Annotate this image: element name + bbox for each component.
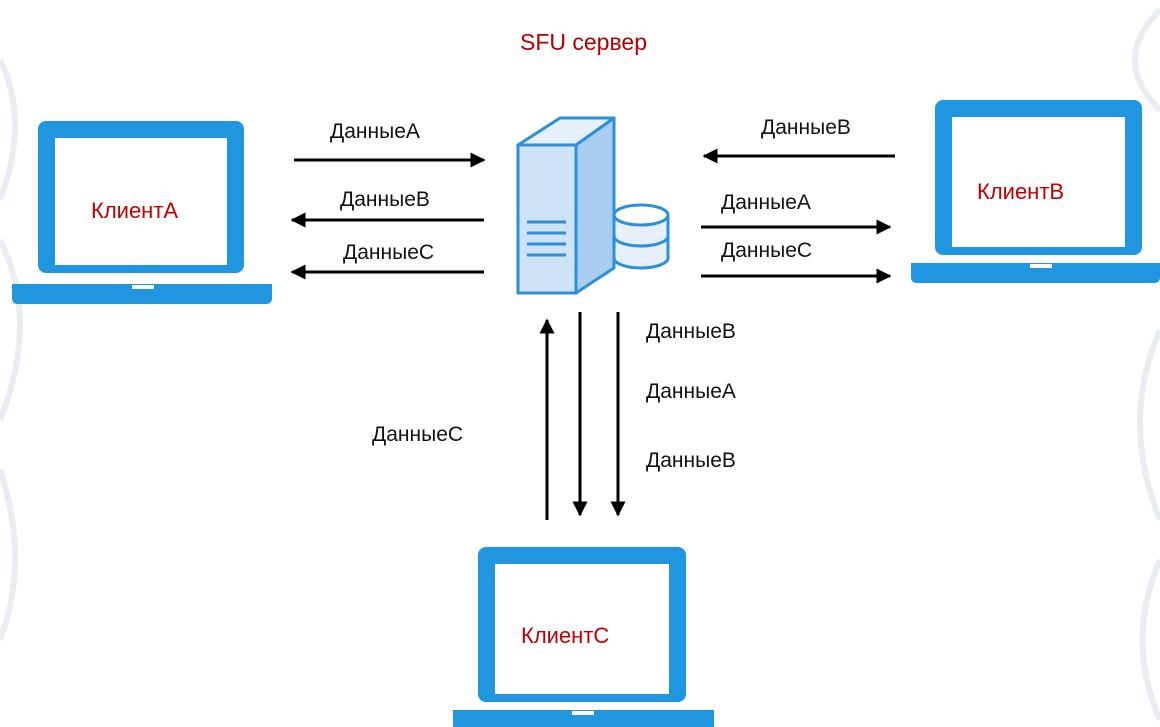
arrow-label-server-to-c-2: ДанныеA — [646, 380, 736, 403]
arrow-label-server-to-b-c: ДанныеC — [721, 239, 813, 262]
arrow-label-server-to-c-3: ДанныеB — [646, 449, 736, 472]
laptop-b-icon — [911, 100, 1160, 283]
arrows-a — [290, 152, 486, 280]
client-a-label: КлиентA — [91, 198, 179, 223]
laptop-c-icon — [453, 547, 714, 727]
client-b-label: КлиентB — [977, 179, 1065, 204]
arrow-label-server-to-b-a: ДанныеA — [721, 191, 811, 214]
laptop-a-icon — [12, 121, 272, 304]
arrow-label-server-to-a-c: ДанныеC — [343, 241, 435, 264]
server-icon — [516, 116, 670, 295]
arrow-label-server-to-c-1: ДанныеB — [646, 320, 736, 343]
arrow-label-a-to-server: ДанныеA — [330, 120, 420, 143]
arrow-label-server-to-a-b: ДанныеB — [340, 188, 430, 211]
client-c-label: КлиентC — [521, 623, 610, 648]
arrow-label-b-to-server: ДанныеB — [761, 116, 851, 139]
diagram-title: SFU сервер — [520, 29, 648, 55]
arrow-label-c-to-server: ДанныеC — [372, 423, 464, 446]
arrows-c — [539, 312, 626, 520]
arrows-b — [701, 148, 895, 284]
database-icon — [612, 203, 670, 270]
